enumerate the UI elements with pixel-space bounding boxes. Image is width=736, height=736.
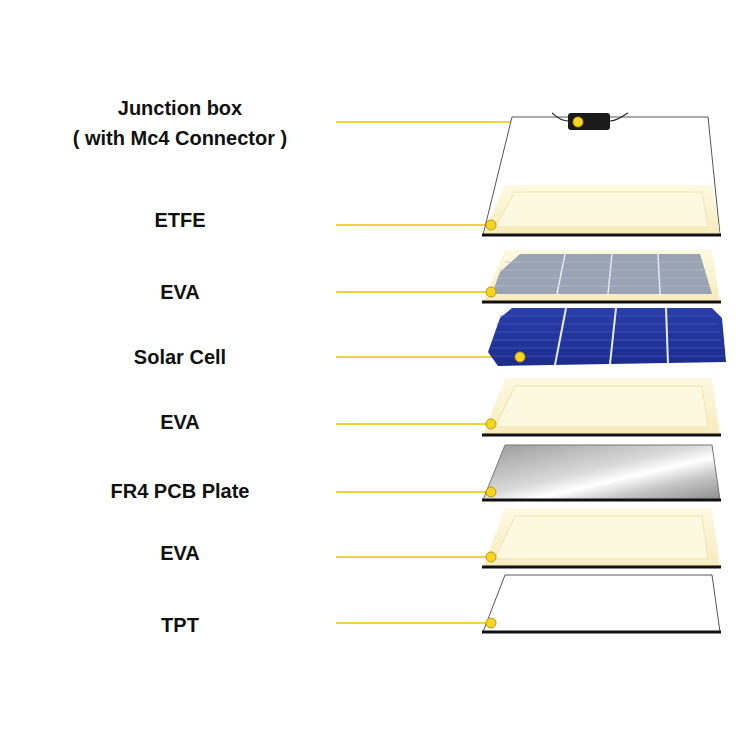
part-sublabel: ( with Mc4 Connector ): [73, 127, 287, 149]
leader-dots: [486, 117, 583, 628]
layer-label: FR4 PCB Plate: [111, 480, 250, 502]
part-label: Junction box: [118, 97, 242, 119]
layer-label: ETFE: [154, 209, 205, 231]
layer-label: EVA: [160, 542, 200, 564]
layer-label: Solar Cell: [134, 346, 226, 368]
layer-label: EVA: [160, 281, 200, 303]
layer-label: EVA: [160, 411, 200, 433]
solar-cell: [488, 308, 726, 366]
junction-box: [552, 113, 628, 130]
layer-label: TPT: [161, 614, 199, 636]
